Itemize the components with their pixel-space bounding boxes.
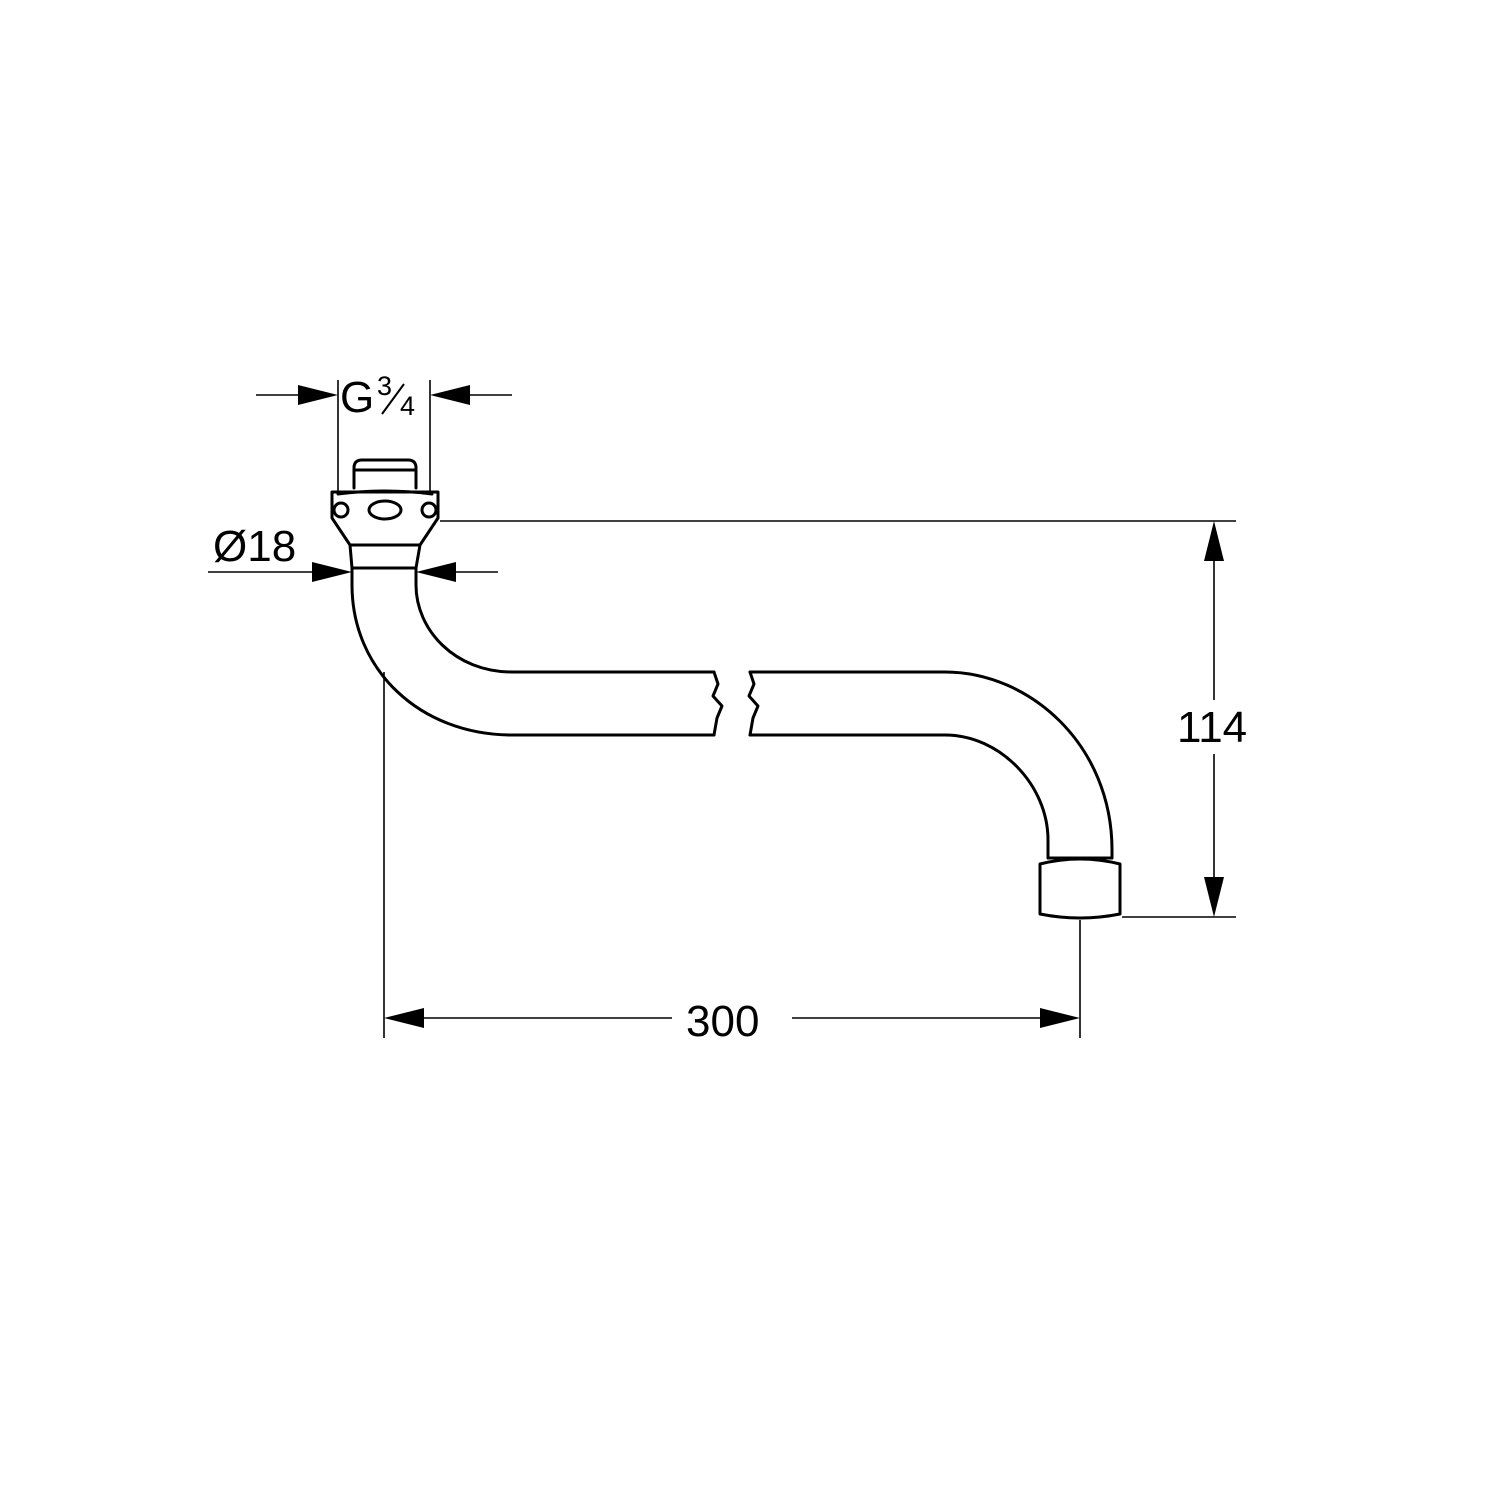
connection-nut — [330, 458, 440, 570]
height-bottom-arrow — [1204, 877, 1224, 917]
length-dimension: 300 — [383, 672, 1081, 1046]
thread-dimension: G 3 4 — [256, 371, 512, 492]
outlet-nozzle — [1038, 856, 1122, 920]
diameter-right-arrow — [416, 562, 456, 582]
spout-pipe — [350, 566, 1114, 860]
length-left-arrow — [384, 1008, 424, 1028]
length-label: 300 — [686, 997, 759, 1046]
thread-denominator: 4 — [400, 391, 415, 421]
thread-right-arrow — [430, 385, 470, 405]
diameter-label: Ø18 — [213, 522, 296, 571]
height-top-arrow — [1204, 521, 1224, 561]
thread-letter: G — [340, 373, 374, 422]
thread-numerator: 3 — [377, 371, 392, 401]
height-dimension: 114 — [440, 520, 1247, 918]
height-label: 114 — [1177, 703, 1247, 752]
length-right-arrow — [1040, 1008, 1080, 1028]
diameter-dimension: Ø18 — [208, 522, 498, 582]
diameter-left-arrow — [312, 562, 352, 582]
thread-left-arrow — [298, 385, 338, 405]
